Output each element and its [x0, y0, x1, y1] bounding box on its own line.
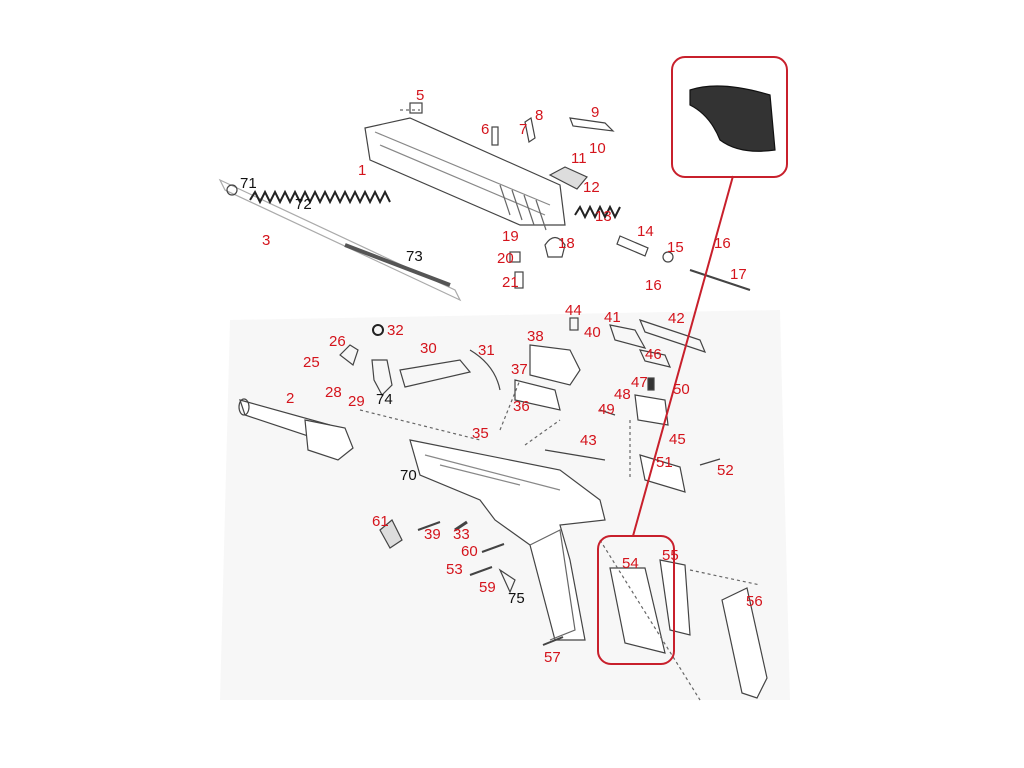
- callout-label: 1: [358, 162, 367, 179]
- callout-label: 36: [513, 398, 530, 415]
- callout-label: 28: [325, 384, 342, 401]
- callout-label: 19: [502, 228, 519, 245]
- callout-label: 54: [622, 555, 639, 572]
- callout-label: 17: [730, 266, 747, 283]
- callout-label: 75: [508, 590, 525, 607]
- callout-label: 53: [446, 561, 463, 578]
- callout-label: 40: [584, 324, 601, 341]
- callout-label: 16: [645, 277, 662, 294]
- callout-label: 18: [558, 235, 575, 252]
- callout-connector-line: [632, 175, 734, 537]
- callout-label: 47: [631, 374, 648, 391]
- callout-label: 8: [535, 107, 544, 124]
- callout-label: 35: [472, 425, 489, 442]
- callout-label: 42: [668, 310, 685, 327]
- callout-label: 55: [662, 547, 679, 564]
- callout-label: 45: [669, 431, 686, 448]
- callout-label: 11: [571, 150, 587, 167]
- callout-label: 37: [511, 361, 528, 378]
- callout-label: 73: [406, 248, 423, 265]
- callout-label: 15: [667, 239, 684, 256]
- slide-part: [364, 117, 566, 231]
- frame-part: [409, 439, 606, 641]
- callout-label: 51: [656, 454, 673, 471]
- callout-label: 44: [565, 302, 582, 319]
- callout-label: 50: [673, 381, 690, 398]
- callout-label: 61: [372, 513, 389, 530]
- callout-label: 10: [589, 140, 606, 157]
- callout-label: 33: [453, 526, 470, 543]
- callout-label: 49: [598, 401, 615, 418]
- grip-texture-closeup: [689, 85, 776, 152]
- callout-label: 71: [240, 175, 257, 192]
- callout-label: 52: [717, 462, 734, 479]
- callout-label: 31: [478, 342, 495, 359]
- callout-label: 26: [329, 333, 346, 350]
- callout-label: 60: [461, 543, 478, 560]
- callout-label: 14: [637, 223, 654, 240]
- callout-label: 43: [580, 432, 597, 449]
- callout-label: 30: [420, 340, 437, 357]
- callout-label: 7: [519, 121, 528, 138]
- callout-label: 29: [348, 393, 365, 410]
- callout-label: 16: [714, 235, 731, 252]
- callout-label: 20: [497, 250, 514, 267]
- callout-label: 32: [387, 322, 404, 339]
- detail-callout-box: [671, 56, 788, 178]
- callout-label: 38: [527, 328, 544, 345]
- callout-label: 12: [583, 179, 600, 196]
- callout-label: 5: [416, 87, 425, 104]
- callout-label: 72: [295, 196, 312, 213]
- callout-label: 25: [303, 354, 320, 371]
- callout-label: 2: [286, 390, 295, 407]
- callout-label: 74: [376, 391, 393, 408]
- callout-label: 41: [604, 309, 621, 326]
- callout-label: 3: [262, 232, 271, 249]
- callout-label: 39: [424, 526, 441, 543]
- highlighted-part-box: [597, 535, 675, 665]
- recoil-spring-part: [218, 178, 462, 302]
- callout-label: 56: [746, 593, 763, 610]
- callout-label: 70: [400, 467, 417, 484]
- callout-label: 6: [481, 121, 490, 138]
- callout-label: 48: [614, 386, 631, 403]
- callout-label: 9: [591, 104, 600, 121]
- barrel-part: [238, 398, 354, 461]
- callout-label: 46: [645, 346, 662, 363]
- callout-label: 21: [502, 274, 519, 291]
- callout-label: 57: [544, 649, 561, 666]
- callout-label: 13: [595, 208, 612, 225]
- callout-label: 59: [479, 579, 496, 596]
